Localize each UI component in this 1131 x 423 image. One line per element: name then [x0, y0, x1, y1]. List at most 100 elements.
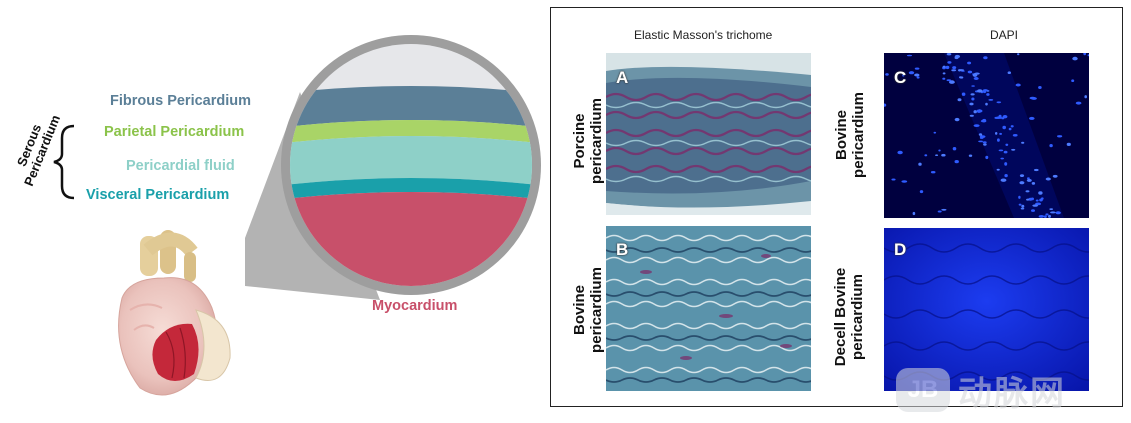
nucleus: [941, 208, 947, 211]
nucleus: [1002, 115, 1008, 119]
nucleus: [937, 210, 942, 213]
nucleus: [995, 132, 998, 135]
nucleus: [1057, 135, 1063, 138]
nucleus: [1010, 125, 1014, 128]
nucleus: [919, 190, 924, 194]
nucleus: [996, 168, 1000, 171]
watermark-text: 动脉网: [958, 374, 1066, 413]
nucleus: [1049, 208, 1054, 211]
micrograph-c: [884, 53, 1089, 218]
serous-bracket: [53, 124, 75, 200]
nucleus: [967, 70, 973, 74]
myocardium-label: Myocardium: [372, 298, 458, 314]
nucleus: [951, 69, 957, 72]
nucleus: [885, 73, 889, 76]
nucleus: [946, 79, 952, 82]
nucleus: [977, 89, 983, 93]
nucleus: [1049, 144, 1053, 148]
nucleus: [1017, 53, 1020, 56]
nucleus: [1038, 215, 1045, 218]
nucleus: [988, 99, 994, 101]
nucleus: [971, 97, 975, 101]
nucleus: [973, 110, 977, 114]
nucleus: [1019, 181, 1025, 185]
nucleus: [1004, 162, 1008, 166]
nucleus: [999, 132, 1002, 135]
nucleus: [1038, 86, 1042, 89]
nucleus: [1018, 195, 1021, 199]
nucleus: [1007, 71, 1011, 74]
nucleus: [933, 131, 937, 134]
nucleus: [938, 149, 941, 152]
nucleus: [908, 71, 915, 75]
nucleus: [983, 56, 988, 60]
nucleus: [918, 162, 922, 166]
nucleus: [1005, 143, 1009, 146]
nucleus: [946, 53, 952, 56]
nucleus: [959, 76, 964, 79]
nucleus: [986, 93, 990, 96]
column-title-masson: Elastic Masson's trichome: [634, 28, 773, 42]
nucleus: [1039, 198, 1043, 202]
nucleus: [969, 102, 974, 106]
row-label-bovine-right: Bovine pericardium: [833, 92, 867, 178]
fibrous-pericardium-label: Fibrous Pericardium: [110, 93, 252, 109]
nucleus: [971, 85, 975, 87]
nucleus: [983, 143, 987, 146]
nucleus: [997, 138, 1000, 142]
nucleus: [1055, 211, 1061, 215]
micrograph-b: [606, 226, 811, 391]
nucleus: [970, 93, 975, 96]
nucleus: [982, 141, 987, 144]
nucleus: [942, 65, 946, 68]
panel-letter-c: C: [894, 68, 907, 87]
nucleus: [979, 136, 984, 139]
nucleus: [952, 66, 957, 70]
nucleus: [967, 61, 972, 65]
visceral-pericardium-label: Visceral Pericardium: [86, 187, 230, 203]
nucleus: [949, 80, 955, 84]
micrograph-a: [606, 53, 811, 215]
fibrous-layer: [290, 86, 532, 128]
nucleus: [942, 77, 946, 80]
nucleus: [891, 178, 896, 181]
row-label-porcine: Porcine pericardium: [571, 98, 605, 184]
nucleus: [930, 171, 936, 174]
nucleus: [957, 98, 962, 102]
nucleus: [998, 149, 1004, 152]
nucleus: [914, 67, 920, 70]
nucleus: [1018, 203, 1022, 206]
micrograph-d: [884, 228, 1089, 391]
nucleus: [1021, 141, 1025, 144]
panel-letter-d: D: [894, 240, 907, 259]
nucleus: [1008, 127, 1012, 131]
nucleus: [1029, 116, 1035, 120]
nucleus: [1084, 95, 1087, 99]
nucleus: [1015, 83, 1021, 87]
nucleus: [906, 54, 913, 57]
nucleus: [1026, 178, 1032, 182]
nucleus: [1035, 199, 1039, 202]
nucleus: [1044, 215, 1047, 218]
nucleus: [1019, 174, 1025, 177]
nucleus: [914, 73, 920, 77]
nucleus: [1028, 197, 1033, 201]
nucleus: [884, 103, 887, 107]
nucleus: [969, 114, 974, 117]
nucleus: [1021, 204, 1025, 208]
nucleus: [1048, 214, 1051, 218]
nucleus: [972, 73, 978, 77]
pericardial-fluid-label: Pericardial fluid: [126, 158, 235, 174]
fluid-layer: [290, 136, 532, 186]
nucleus: [1050, 211, 1056, 214]
parietal-layer: [290, 120, 532, 144]
watermark: JB 动脉网: [896, 365, 1126, 415]
nucleus: [1000, 157, 1004, 160]
nucleus: [1012, 134, 1018, 137]
nucleus: [1027, 177, 1030, 180]
nucleus: [998, 114, 1002, 118]
nucleus: [1000, 178, 1007, 182]
nucleus: [954, 160, 959, 164]
parietal-pericardium-label: Parietal Pericardium: [104, 124, 245, 140]
nucleus: [897, 150, 903, 155]
